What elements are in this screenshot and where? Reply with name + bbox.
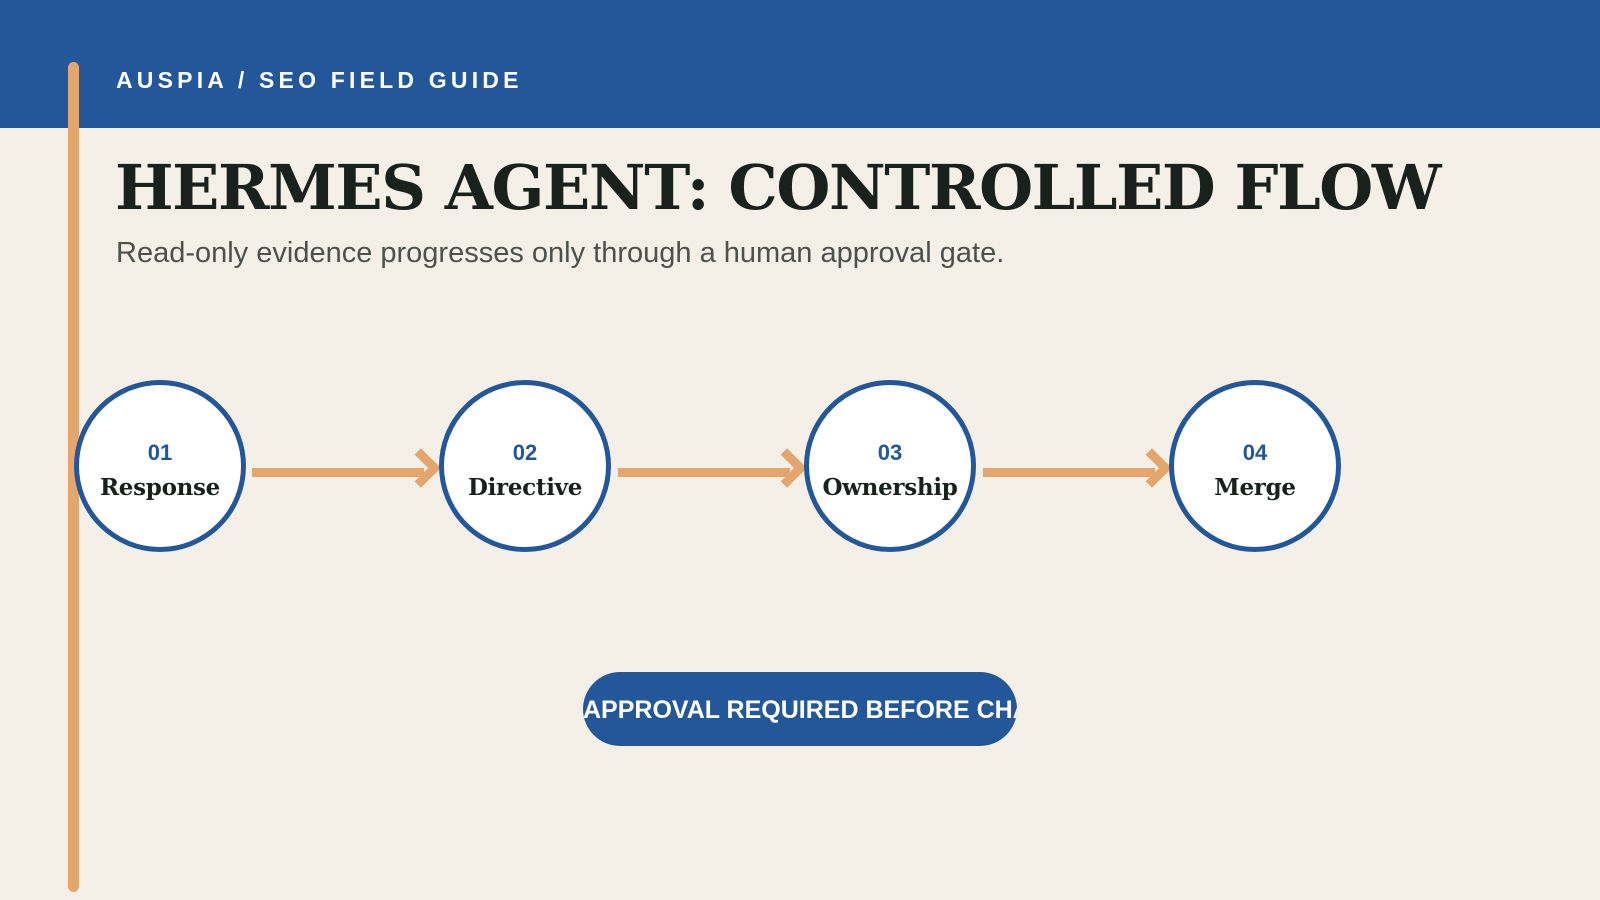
approval-gate-label: APPROVAL REQUIRED BEFORE CHANGES xyxy=(583,696,1017,724)
flow-step-label: Directive xyxy=(467,474,583,501)
flow-arrow-shaft xyxy=(983,468,1155,477)
flow-arrow-1-to-2 xyxy=(252,448,441,488)
flow-step-merge: 04 Merge xyxy=(1169,380,1341,552)
flow-step-label: Merge xyxy=(1214,474,1296,501)
guide-eyebrow: AUSPIA / SEO FIELD GUIDE xyxy=(116,67,523,93)
flow-step-number: 01 xyxy=(147,440,173,465)
flow-step-ownership: 03 Ownership xyxy=(804,380,976,552)
flow-step-number: 02 xyxy=(512,440,538,465)
right-arrow-icon xyxy=(401,448,441,488)
flow-step-number: 04 xyxy=(1242,440,1268,465)
top-header-band xyxy=(0,0,1600,128)
flow-step-number: 03 xyxy=(877,440,903,465)
flow-step-label: Response xyxy=(99,474,221,501)
right-arrow-icon xyxy=(767,448,807,488)
flow-step-response: 01 Response xyxy=(74,380,246,552)
flow-arrow-shaft xyxy=(618,468,790,477)
page-title: HERMES AGENT: CONTROLLED FLOW xyxy=(115,151,1442,224)
flow-arrow-shaft xyxy=(252,468,424,477)
flow-step-label: Ownership xyxy=(822,474,958,501)
approval-gate-pill: APPROVAL REQUIRED BEFORE CHANGES xyxy=(583,672,1017,746)
right-arrow-icon xyxy=(1132,448,1172,488)
flow-step-directive: 02 Directive xyxy=(439,380,611,552)
flow-arrow-3-to-4 xyxy=(983,448,1172,488)
flow-arrow-2-to-3 xyxy=(618,448,807,488)
page-subtitle: Read-only evidence progresses only throu… xyxy=(116,237,1005,269)
left-accent-rule xyxy=(68,62,79,892)
